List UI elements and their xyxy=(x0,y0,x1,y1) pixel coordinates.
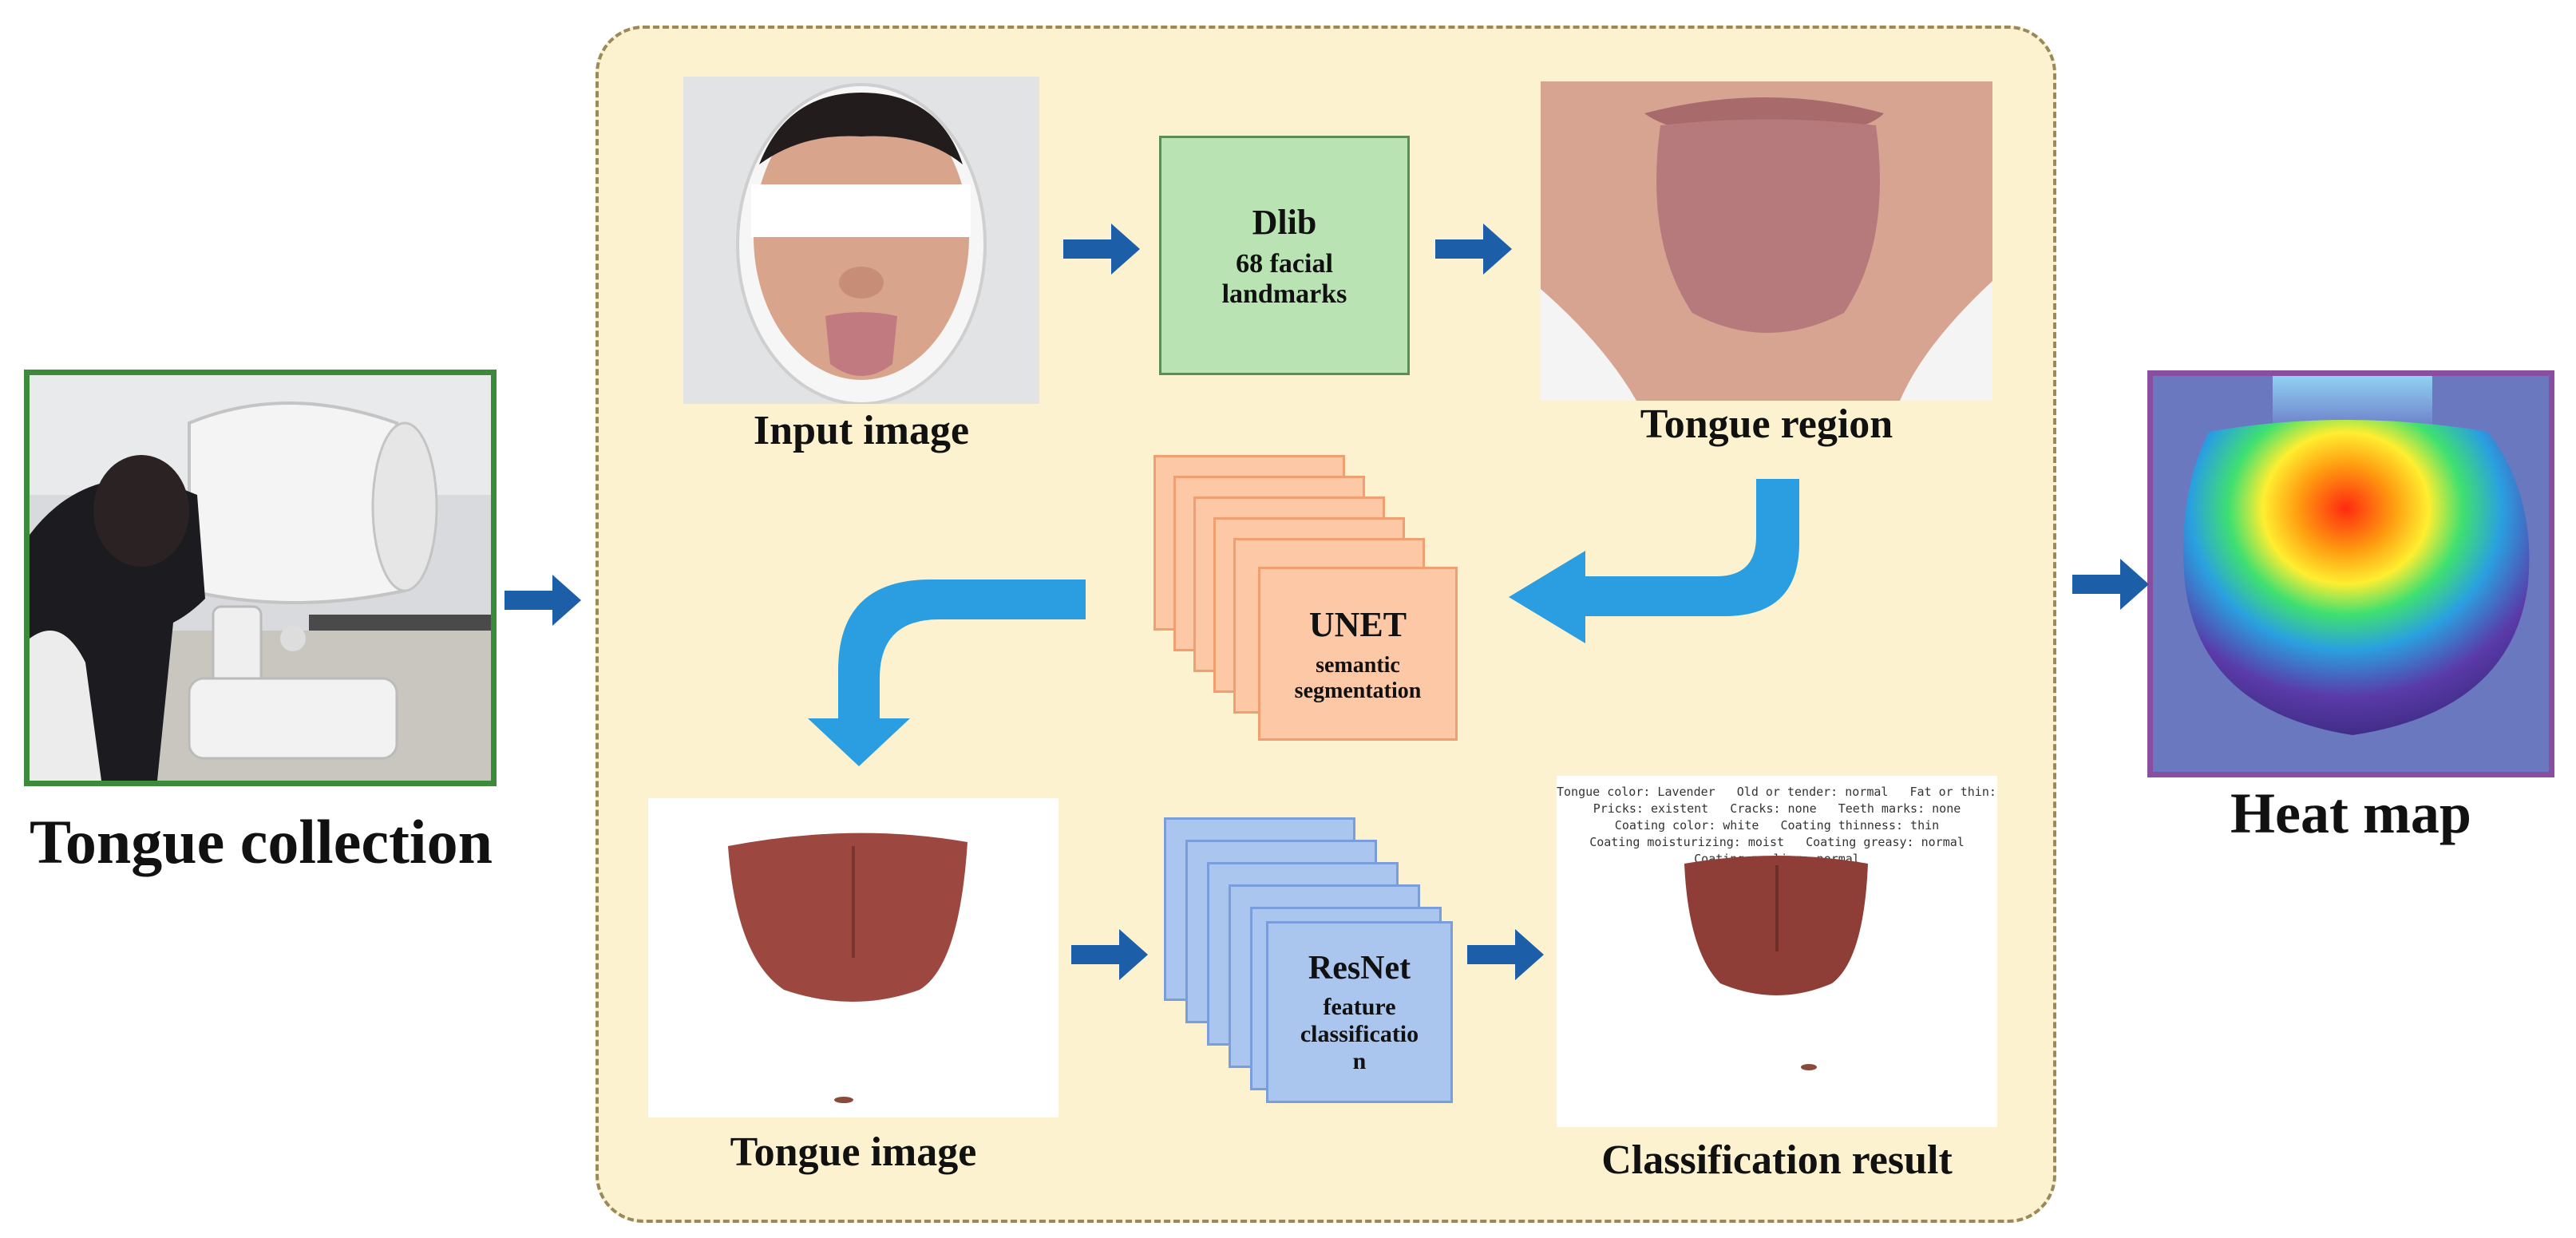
classification-line1: Tongue color: Lavender Old or tender: no… xyxy=(1557,785,1996,799)
heat-map-illustration xyxy=(2153,376,2549,772)
collection-device-illustration xyxy=(30,375,491,781)
tongue-collection-photo xyxy=(24,370,497,786)
resnet-line3: n xyxy=(1352,1048,1367,1074)
dlib-title: Dlib xyxy=(1252,202,1317,242)
classification-line3: Coating color: white Coating thinness: t… xyxy=(1614,818,1940,833)
unet-line1: semantic xyxy=(1316,652,1400,678)
classification-result-label: Classification result xyxy=(1601,1137,1953,1183)
input-image-label: Input image xyxy=(753,408,970,453)
resnet-line2: classificatio xyxy=(1300,1021,1419,1047)
tongue-region-illustration xyxy=(1541,81,1992,401)
classification-line2: Pricks: existent Cracks: none Teeth mark… xyxy=(1593,801,1961,816)
arrow-right-icon xyxy=(505,575,581,626)
tongue-image-illustration xyxy=(728,833,967,1103)
resnet-title: ResNet xyxy=(1308,950,1411,987)
tongue-region-label: Tongue region xyxy=(1640,401,1893,447)
heat-map-label: Heat map xyxy=(2230,781,2471,845)
arrow-right-icon xyxy=(2072,559,2149,610)
resnet-box: ResNet feature classificatio n xyxy=(1266,921,1453,1103)
tongue-image-label: Tongue image xyxy=(730,1129,977,1175)
unet-line2: segmentation xyxy=(1294,678,1422,703)
classification-line4: Coating moisturizing: moist Coating grea… xyxy=(1589,835,1965,849)
dlib-line2: landmarks xyxy=(1221,279,1347,309)
resnet-line1: feature xyxy=(1323,994,1396,1020)
unet-box: UNET semantic segmentation xyxy=(1258,567,1458,741)
dlib-line1: 68 facial xyxy=(1236,248,1333,279)
input-face-illustration xyxy=(683,77,1039,404)
dlib-box: Dlib 68 facial landmarks xyxy=(1159,136,1410,375)
classification-tongue-illustration xyxy=(1684,856,1868,1070)
heat-map-image xyxy=(2147,370,2554,777)
tongue-region-image xyxy=(1541,81,1992,401)
tongue-collection-label: Tongue collection xyxy=(30,807,493,876)
tongue-image xyxy=(648,798,1058,1117)
classification-result-image: Tongue color: Lavender Old or tender: no… xyxy=(1557,776,1997,1127)
unet-title: UNET xyxy=(1308,604,1407,644)
input-image xyxy=(683,77,1039,404)
